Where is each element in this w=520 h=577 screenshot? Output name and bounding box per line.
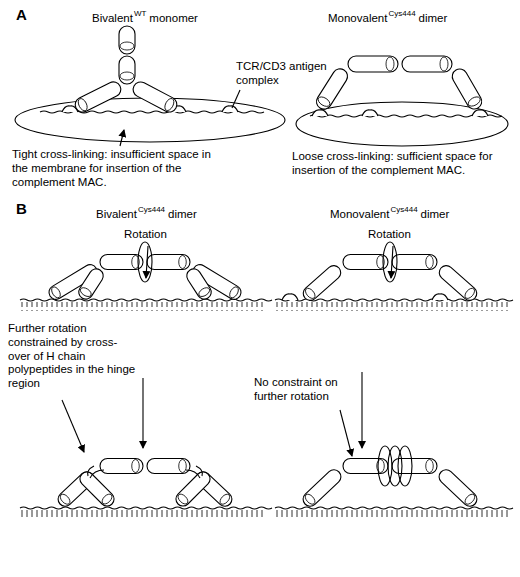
antibody-domain — [343, 255, 388, 270]
antibody-domain — [147, 459, 190, 474]
antigen-complex — [362, 110, 378, 116]
text-label: Rotation — [368, 228, 411, 242]
antibody-domain — [300, 263, 343, 303]
antibody-domain — [73, 79, 124, 114]
panel-letter: A — [16, 6, 27, 24]
antibody-domain — [131, 79, 180, 114]
step-arrow — [142, 378, 143, 448]
text-label: dimer — [168, 208, 197, 222]
text-label: Further rotation constrained by cross-ov… — [8, 322, 136, 391]
text-label: dimer — [419, 12, 448, 26]
text-label: Monovalent — [330, 208, 389, 222]
antibody-domain — [173, 469, 213, 509]
superscript-label: Cys444 — [390, 205, 417, 215]
leader-line — [232, 90, 240, 108]
membrane-hatching — [20, 510, 265, 519]
antibody-domain — [147, 255, 190, 270]
antibody-domain — [119, 56, 135, 84]
rotation-ring — [398, 446, 412, 486]
antibody-domain — [100, 255, 143, 270]
membrane-hatching — [20, 302, 265, 311]
text-label: Bivalent — [92, 12, 133, 26]
antigen-complex — [312, 110, 328, 116]
rotation-ring — [383, 242, 397, 282]
cell-membrane — [15, 98, 285, 142]
antigen-complex — [432, 294, 448, 300]
antibody-domain — [76, 266, 106, 302]
antibody-domain — [119, 26, 135, 54]
panel-letter: B — [16, 200, 27, 218]
membrane-hatching — [275, 302, 510, 311]
text-label: No constraint on further rotation — [254, 376, 344, 404]
leader-line — [62, 400, 84, 452]
antigen-complex — [472, 110, 488, 116]
antibody-domain — [450, 66, 485, 112]
antigen-complex — [222, 106, 238, 112]
superscript-label: Cys444 — [138, 205, 165, 215]
text-label: Tight cross-linking: insufficient space … — [12, 148, 227, 189]
text-label: TCR/CD3 antigen complex — [236, 60, 328, 88]
rotation-arrow — [146, 246, 148, 278]
antibody-domain — [100, 459, 143, 474]
membrane-hatching — [275, 510, 510, 519]
antibody-domain — [77, 469, 117, 509]
step-arrow — [361, 372, 362, 448]
antibody-domain — [184, 266, 214, 302]
text-label: monomer — [149, 12, 198, 26]
antibody-domain — [314, 66, 351, 112]
antibody-domain — [392, 255, 437, 270]
superscript-label: Cys444 — [388, 9, 415, 19]
membrane-surface — [20, 507, 272, 509]
membrane-surface — [275, 507, 513, 509]
text-label: Loose cross-linking: sufficient space fo… — [292, 150, 512, 178]
hinge-crossover — [186, 466, 202, 478]
hinge-crossover — [88, 466, 104, 478]
antibody-domain — [402, 56, 452, 72]
text-label: Bivalent — [96, 208, 137, 222]
rotation-arrow — [391, 246, 393, 278]
text-label: Monovalent — [328, 12, 387, 26]
antibody-domain — [436, 467, 480, 509]
antibody-domain — [343, 459, 388, 474]
rotation-ring — [138, 242, 152, 282]
antibody-domain — [348, 56, 398, 72]
superscript-label: WT — [134, 9, 146, 19]
leader-line — [340, 410, 352, 456]
text-label: dimer — [421, 208, 450, 222]
antibody-domain — [300, 467, 344, 509]
antigen-complex — [282, 294, 298, 300]
leader-line — [120, 130, 124, 146]
text-label: Rotation — [124, 228, 167, 242]
